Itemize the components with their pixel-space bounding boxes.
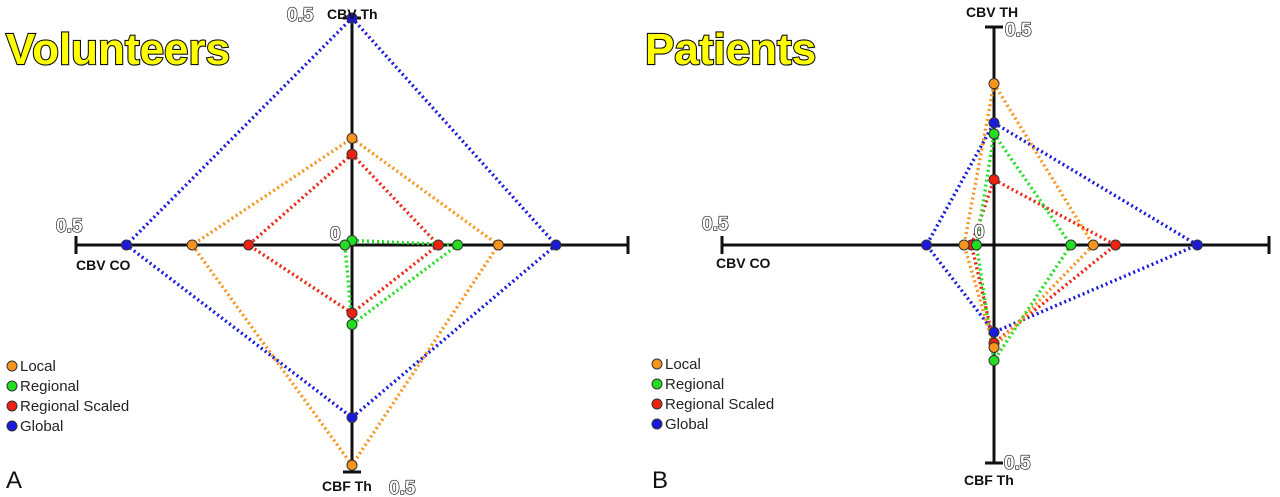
data-point-global-right: [550, 239, 562, 251]
axes: [720, 25, 1271, 465]
data-point-regional-top: [988, 128, 1000, 140]
data-point-local-left: [186, 239, 198, 251]
legend-marker-regional: [651, 378, 663, 390]
axis-label-top: CBV TH: [966, 4, 1018, 20]
series-line-global: [123, 15, 559, 420]
data-point-regional-scaled-left: [243, 239, 255, 251]
tick-label-bottom: 0.5: [389, 478, 416, 497]
legend: Local Regional Regional Scaled Global: [651, 356, 774, 433]
legend-marker-global: [6, 420, 18, 432]
legend-label-regional-scaled: Regional Scaled: [20, 398, 129, 415]
data-point-regional-right: [1065, 239, 1077, 251]
data-point-regional-right: [452, 239, 464, 251]
legend-marker-global: [651, 418, 663, 430]
panel-volunteers: Volunteers CBV Th 0.5 CBF Th 0.5 CBV CO …: [5, 4, 630, 497]
markers-group: [120, 12, 562, 471]
data-point-local-bottom: [988, 341, 1000, 353]
tick-label-left: 0.5: [56, 216, 83, 237]
data-point-global-left: [120, 239, 132, 251]
series-line-regional: [343, 238, 463, 328]
origin-label: 0: [330, 224, 341, 245]
axis-label-left: CBV CO: [76, 257, 131, 273]
data-point-regional-left: [971, 239, 982, 251]
axis-label-top: CBV Th: [327, 6, 378, 22]
tick-label-top: 0.5: [1005, 20, 1032, 41]
legend-marker-regional-scaled: [651, 398, 663, 410]
legend-label-local: Local: [20, 358, 56, 375]
legend: Local Regional Regional Scaled Global: [6, 358, 129, 435]
panel-letter: B: [652, 467, 668, 494]
data-point-regional-scaled-top: [346, 148, 358, 160]
tick-label-left: 0.5: [702, 214, 729, 235]
series-line-regional: [974, 129, 1073, 366]
series-line-global: [924, 120, 1202, 335]
axis-label-bottom: CBF Th: [964, 472, 1014, 488]
data-point-local-top: [346, 132, 358, 144]
data-point-global-left: [921, 239, 932, 251]
data-point-global-top: [988, 117, 1000, 129]
data-point-regional-left: [339, 239, 351, 251]
legend-marker-local: [6, 360, 18, 372]
data-point-local-left: [958, 239, 970, 251]
legend-label-local: Local: [665, 356, 701, 373]
data-point-regional-scaled-right: [432, 239, 444, 251]
tick-label-top: 0.5: [287, 5, 314, 26]
axis-label-left: CBV CO: [716, 255, 771, 271]
legend-label-regional: Regional: [665, 376, 724, 393]
data-point-regional-scaled-right: [1110, 239, 1122, 251]
panel-title: Patients: [645, 25, 816, 74]
data-point-local-right: [1087, 239, 1099, 251]
panel-patients: Patients CBV TH 0.5 CBF Th 0.5 CBV CO 0.…: [644, 4, 1271, 494]
data-point-regional-scaled-top: [988, 174, 1000, 186]
data-point-local-top: [988, 78, 1000, 90]
markers-group: [921, 78, 1203, 367]
panel-title: Volunteers: [6, 25, 230, 74]
legend-marker-regional: [6, 380, 18, 392]
data-point-regional-bottom: [988, 355, 1000, 367]
data-point-local-bottom: [346, 459, 358, 471]
data-point-global-right: [1191, 239, 1203, 251]
series-line-local: [189, 136, 501, 469]
data-point-regional-bottom: [346, 318, 358, 330]
data-point-global-top: [346, 12, 358, 24]
legend-label-global: Global: [665, 416, 708, 433]
data-point-local-right: [492, 239, 504, 251]
panel-letter: A: [6, 467, 22, 494]
legend-marker-local: [651, 358, 663, 370]
legend-label-regional-scaled: Regional Scaled: [665, 396, 774, 413]
legend-marker-regional-scaled: [6, 400, 18, 412]
series-line-regional-scaled: [245, 151, 441, 316]
tick-label-bottom: 0.5: [1004, 453, 1031, 474]
axis-label-bottom: CBF Th: [322, 478, 372, 494]
origin-label: 0: [974, 222, 985, 243]
legend-label-regional: Regional: [20, 378, 79, 395]
series-group: [924, 79, 1202, 366]
data-point-global-bottom: [346, 412, 358, 424]
data-point-global-bottom: [988, 326, 1000, 338]
legend-label-global: Global: [20, 418, 63, 435]
data-point-regional-scaled-bottom: [346, 307, 358, 319]
